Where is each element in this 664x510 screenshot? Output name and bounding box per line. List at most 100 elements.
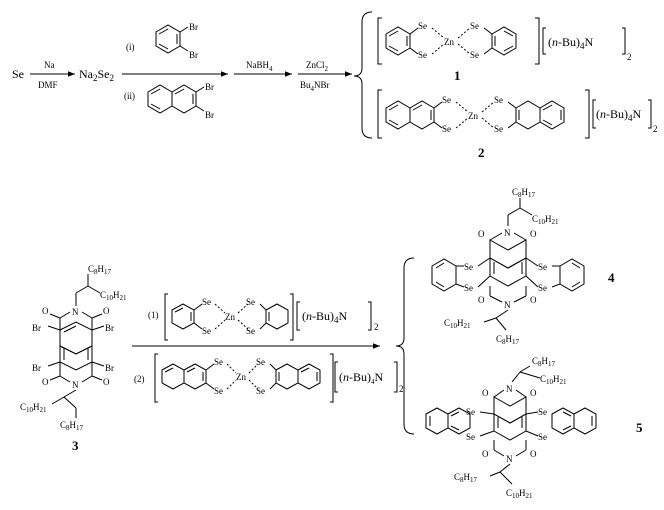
svg-text:Se: Se [470, 21, 479, 31]
svg-text:Se: Se [538, 432, 547, 442]
product-brace-top [353, 11, 373, 139]
svg-text:O: O [42, 377, 49, 387]
svg-text:Se: Se [442, 95, 451, 105]
svg-text:Se: Se [464, 262, 473, 272]
svg-text:2: 2 [374, 322, 379, 332]
svg-text:O: O [530, 449, 537, 459]
svg-text:Se: Se [418, 50, 427, 60]
arrow1-reagent-bottom: DMF [38, 80, 58, 90]
svg-text:N: N [72, 307, 79, 317]
compound-4: C8H17 C10H21 N O O Se Se Se Se O [431, 187, 615, 346]
svg-text:C10H21: C10H21 [444, 318, 471, 330]
svg-text:C8H17: C8H17 [512, 187, 536, 199]
svg-text:Se: Se [256, 357, 265, 367]
svg-text:Se: Se [538, 407, 547, 417]
dibromobenzene: Br Br [155, 22, 198, 60]
svg-text:Se: Se [418, 21, 427, 31]
svg-text:Se: Se [246, 297, 255, 307]
svg-text:C8H17: C8H17 [532, 356, 556, 368]
complex-1: Se Se Zn Se Se (n-Bu)4N 2 1 [377, 17, 632, 83]
compound-label-1: 1 [454, 68, 461, 83]
svg-text:Br: Br [189, 22, 198, 32]
svg-text:Se: Se [494, 124, 503, 134]
svg-text:O: O [42, 306, 49, 316]
svg-text:C10H21: C10H21 [532, 214, 559, 226]
svg-text:Se: Se [442, 124, 451, 134]
svg-text:Na2Se2: Na2Se2 [79, 67, 114, 83]
reagent-i-label: (i) [126, 42, 135, 52]
svg-text:C8H17: C8H17 [60, 420, 84, 432]
svg-text:2: 2 [653, 124, 658, 134]
svg-text:O: O [482, 388, 489, 398]
svg-text:C8H17: C8H17 [496, 334, 520, 346]
svg-text:Br: Br [105, 323, 114, 333]
option-2-label: (2) [134, 374, 145, 384]
svg-text:Br: Br [32, 323, 41, 333]
svg-text:Se: Se [202, 326, 211, 336]
option-1-label: (1) [148, 310, 159, 320]
svg-text:N: N [506, 454, 513, 464]
selenium-start: Se [12, 67, 24, 81]
svg-text:O: O [478, 295, 485, 305]
svg-text:(n-Bu)4N: (n-Bu)4N [302, 309, 348, 325]
svg-text:Se: Se [538, 283, 547, 293]
compound-label-5: 5 [636, 420, 643, 435]
nabh4-label: NaBH4 [246, 60, 273, 73]
svg-text:N: N [506, 384, 513, 394]
bottom-reaction: (1) (2) Se Se Zn Se Se (n-Bu)4 [132, 293, 404, 403]
svg-text:(n-Bu)4N: (n-Bu)4N [339, 370, 384, 386]
svg-text:Br: Br [189, 50, 198, 60]
svg-text:Zn: Zn [225, 312, 235, 322]
svg-text:C8H17: C8H17 [454, 472, 478, 484]
svg-text:N: N [72, 380, 79, 390]
svg-text:(n-Bu)4N: (n-Bu)4N [596, 107, 642, 123]
svg-text:Zn: Zn [236, 372, 246, 382]
arrow1-reagent-top: Na [44, 60, 55, 70]
svg-text:Se: Se [538, 262, 547, 272]
svg-text:O: O [482, 449, 489, 459]
compound-label-4: 4 [608, 270, 615, 285]
svg-text:Se: Se [256, 386, 265, 396]
compound-label-2: 2 [478, 145, 485, 160]
product-brace-bottom [395, 257, 415, 435]
svg-text:Zn: Zn [468, 111, 478, 121]
svg-text:Se: Se [202, 297, 211, 307]
svg-text:Se: Se [494, 95, 503, 105]
svg-text:(n-Bu)4N: (n-Bu)4N [548, 35, 594, 51]
svg-text:Se: Se [214, 357, 223, 367]
svg-text:N: N [504, 228, 511, 238]
dibromonaphthalene: Br Br [147, 82, 214, 120]
svg-text:Se: Se [214, 386, 223, 396]
complex-2: Se Se Zn Se Se (n-Bu)4N 2 2 [377, 89, 658, 160]
svg-text:O: O [103, 377, 110, 387]
zncl2-label: ZnCl2 [306, 60, 329, 73]
svg-text:O: O [478, 229, 485, 239]
svg-text:Br: Br [205, 82, 214, 92]
na2se2-intermediate: Na2Se2 [79, 67, 114, 83]
svg-text:Zn: Zn [444, 37, 454, 47]
svg-text:C8H17: C8H17 [88, 264, 112, 276]
svg-text:O: O [530, 295, 537, 305]
top-synthesis-row: Se Na DMF Na2Se2 (i) (ii) Br Br [12, 11, 658, 160]
svg-text:O: O [530, 388, 537, 398]
svg-text:Se: Se [246, 326, 255, 336]
reagent-ii-label: (ii) [124, 91, 135, 101]
svg-text:Se: Se [464, 283, 473, 293]
compound-5: C8H17 C10H21 N O O Se Se Se Se [425, 356, 643, 500]
svg-text:C10H21: C10H21 [540, 374, 567, 386]
svg-text:C10H21: C10H21 [20, 402, 47, 414]
compound-label-3: 3 [72, 438, 79, 453]
svg-text:Se: Se [470, 50, 479, 60]
svg-text:O: O [530, 229, 537, 239]
reagent-1-complex: Se Se Zn Se Se (n-Bu)4N 2 [164, 293, 379, 341]
svg-text:C10H21: C10H21 [100, 290, 127, 302]
svg-text:Br: Br [105, 363, 114, 373]
bu4nbr-label: Bu4NBr [300, 80, 330, 93]
svg-text:2: 2 [399, 384, 404, 394]
svg-text:Se: Se [466, 407, 475, 417]
compound-3-tetrabromo-ndi: C8H17 C10H21 N O O Br Br Br Br O O [20, 264, 127, 453]
svg-text:C10H21: C10H21 [506, 488, 533, 500]
svg-text:O: O [103, 306, 110, 316]
svg-text:N: N [504, 300, 511, 310]
